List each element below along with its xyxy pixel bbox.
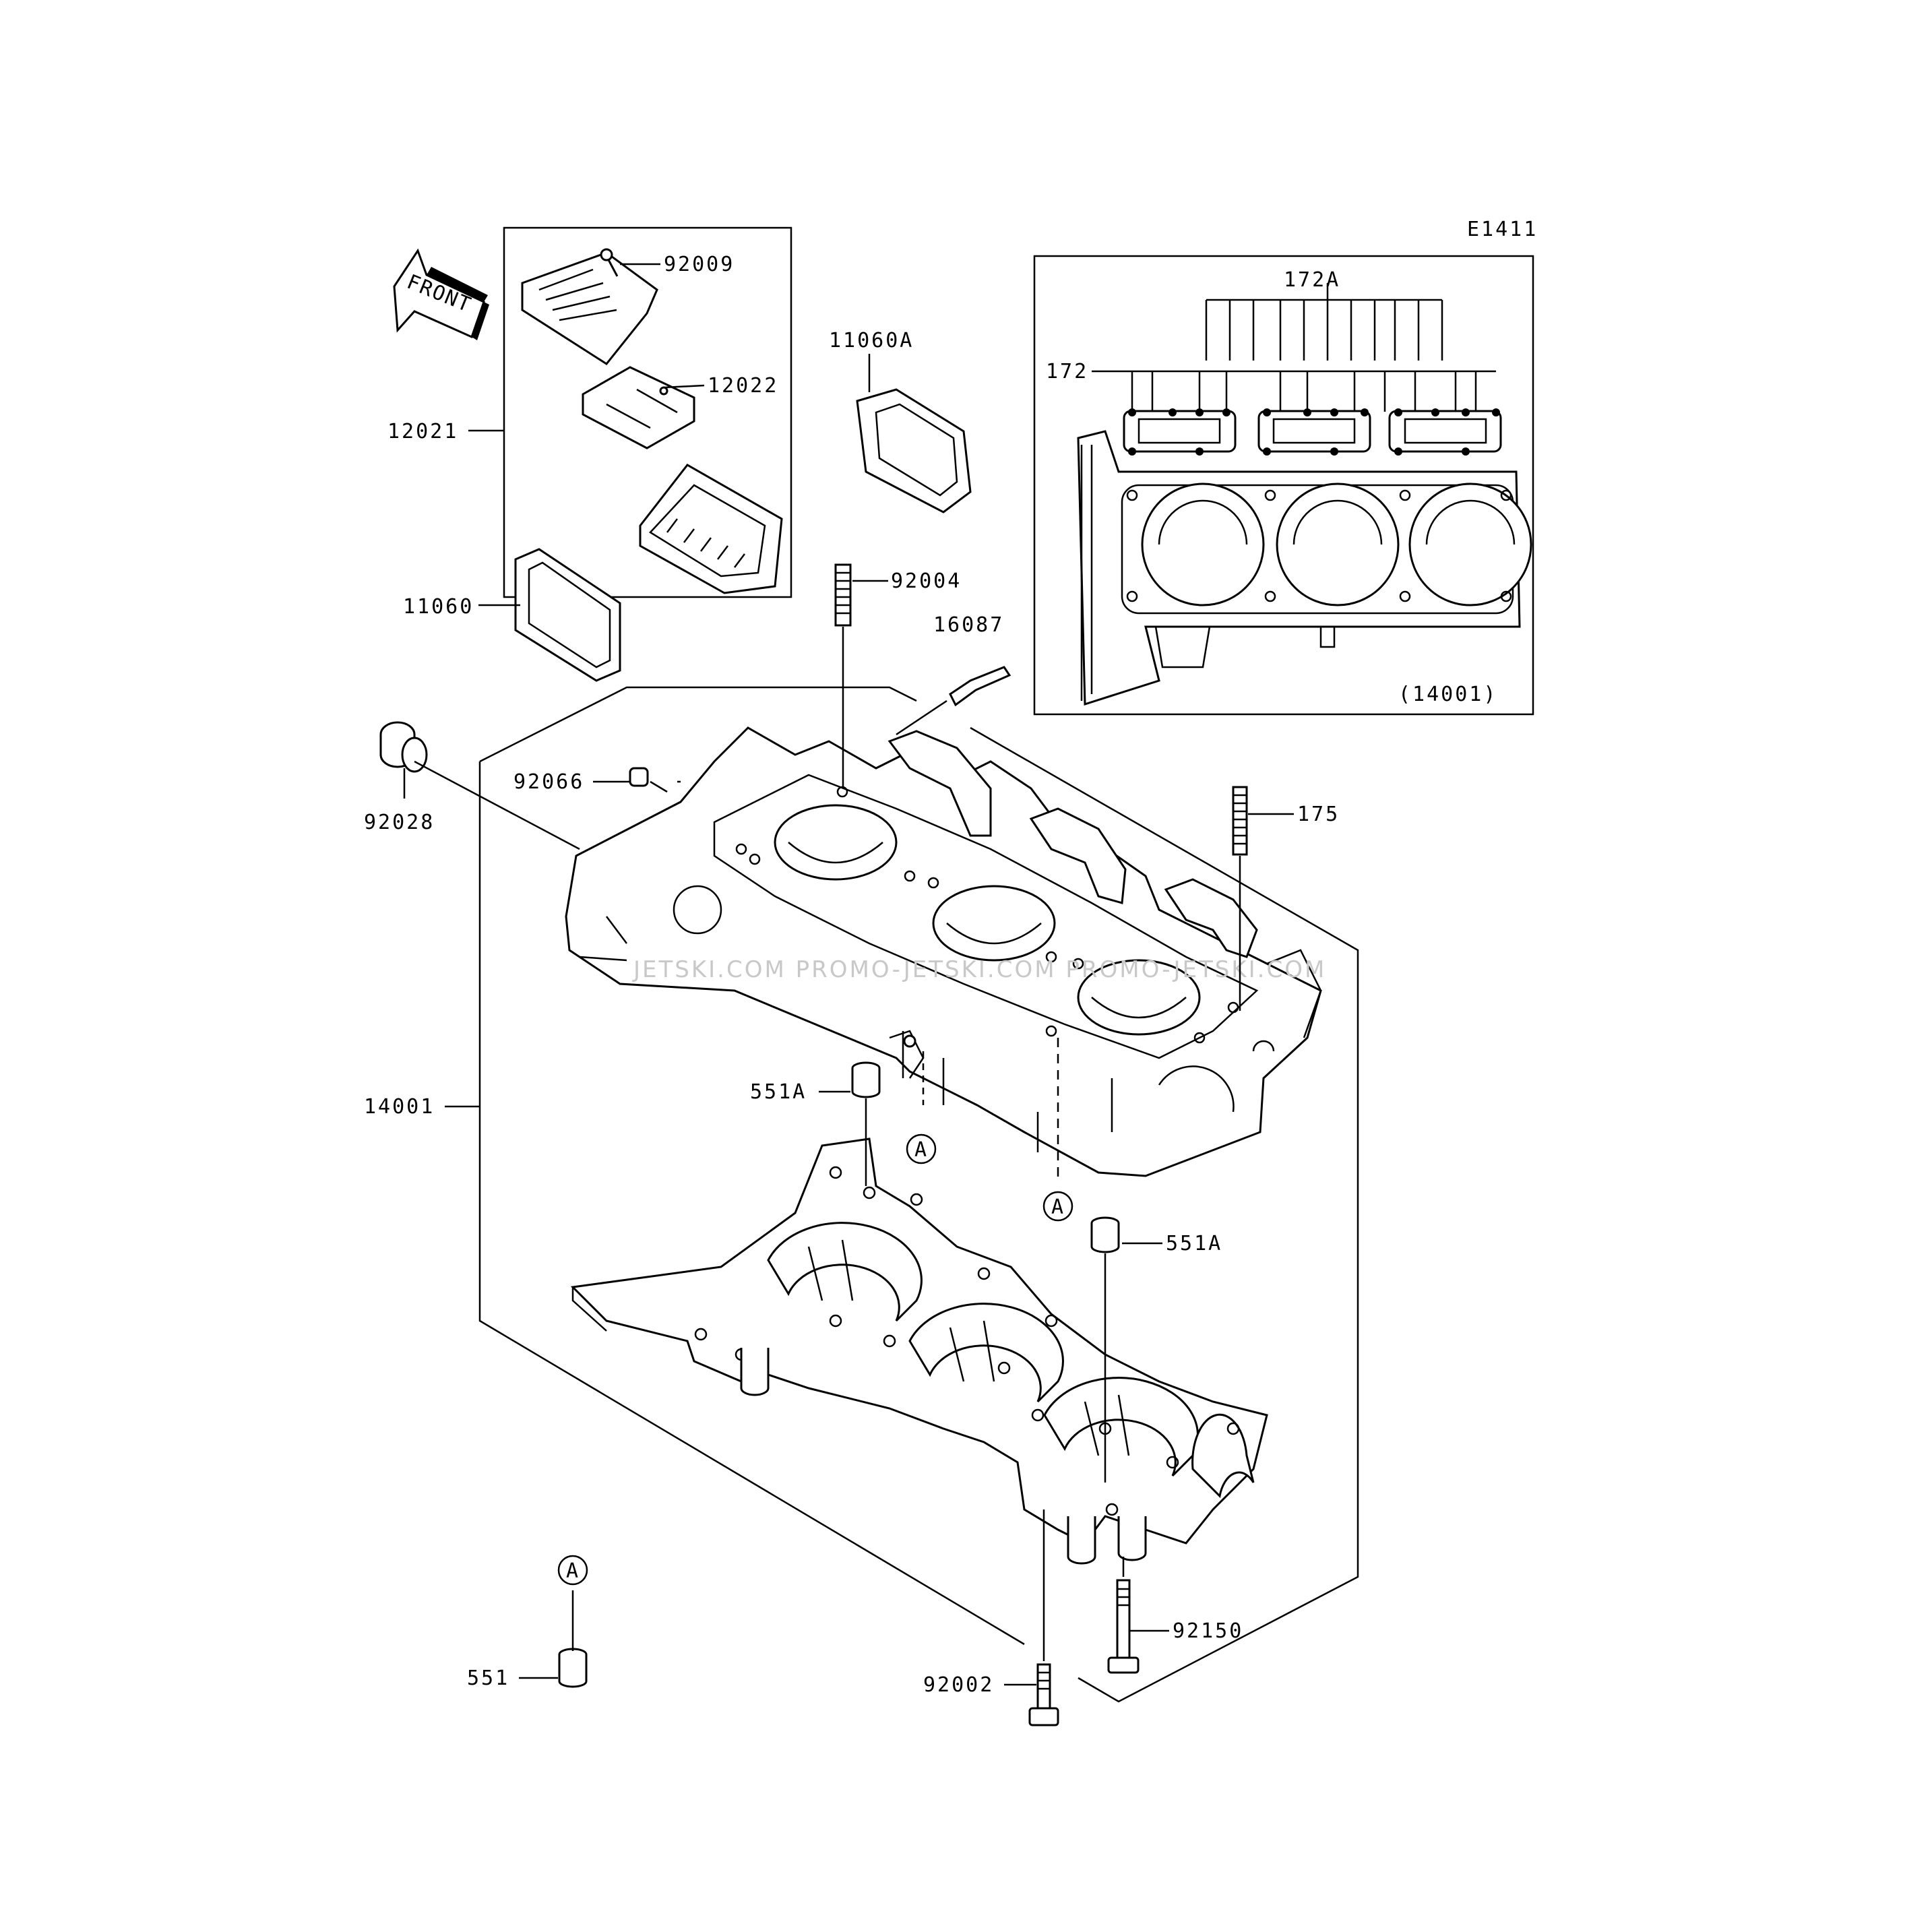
label-92028: 92028: [364, 811, 435, 834]
reed-block: [639, 464, 783, 594]
label-175: 175: [1297, 803, 1340, 826]
label-92004: 92004: [891, 569, 962, 593]
label-172: 172: [1046, 360, 1088, 383]
reed-stopper-plate: [521, 248, 658, 365]
bushing-92028: [379, 721, 580, 850]
svg-text:A: A: [914, 1138, 927, 1162]
gasket-11060A: [856, 354, 972, 513]
ref-marker-a-2: A: [1042, 1191, 1073, 1222]
reed-petals: [582, 366, 695, 449]
label-11060A: 11060A: [829, 329, 914, 352]
upper-crankcase: [565, 726, 1322, 1177]
label-92150: 92150: [1173, 1619, 1243, 1643]
svg-text:A: A: [1051, 1195, 1063, 1219]
reed-valve-box: [503, 226, 792, 598]
svg-text:A: A: [566, 1559, 578, 1583]
label-16087: 16087: [933, 613, 1004, 637]
leader-lines: [403, 263, 1294, 1686]
label-92066: 92066: [513, 770, 584, 794]
plug-92066: [629, 767, 668, 793]
label-551A-top: 551A: [750, 1080, 807, 1104]
bolt-92002: [1028, 1509, 1059, 1726]
label-11060: 11060: [403, 595, 474, 619]
label-551A-right: 551A: [1166, 1232, 1222, 1255]
bolt-92150: [1107, 1557, 1140, 1674]
label-92009: 92009: [664, 253, 735, 276]
front-arrow-icon: FRONT: [393, 248, 489, 340]
label-inset-ref: (14001): [1398, 683, 1497, 706]
stud-92004: [834, 563, 852, 788]
dowel-551: [558, 1590, 588, 1688]
crankcase-outline-frame: [478, 686, 1359, 1703]
sensor-16087: [896, 666, 1011, 736]
label-551: 551: [467, 1666, 509, 1690]
label-12022: 12022: [708, 374, 778, 398]
ref-marker-a-1: A: [906, 1133, 937, 1164]
label-92002: 92002: [923, 1673, 994, 1697]
dowel-551A-top: [851, 1061, 881, 1186]
stud-175: [1232, 786, 1248, 1011]
label-172A: 172A: [1284, 268, 1340, 292]
watermark-text: JETSKI.COM PROMO-JETSKI.COM PROMO-JETSKI…: [632, 956, 1326, 983]
label-12021: 12021: [387, 420, 458, 443]
ref-marker-a-3: A: [557, 1555, 588, 1586]
lower-crankcase: [570, 1138, 1268, 1565]
label-14001: 14001: [364, 1095, 435, 1119]
cylinder-inset-box: [1033, 255, 1534, 716]
dowel-551A-right: [1090, 1216, 1120, 1483]
gasket-11060: [478, 548, 621, 682]
cylinder-inset-drawing: [1077, 283, 1532, 706]
diagram-code: E1411: [1467, 218, 1538, 241]
